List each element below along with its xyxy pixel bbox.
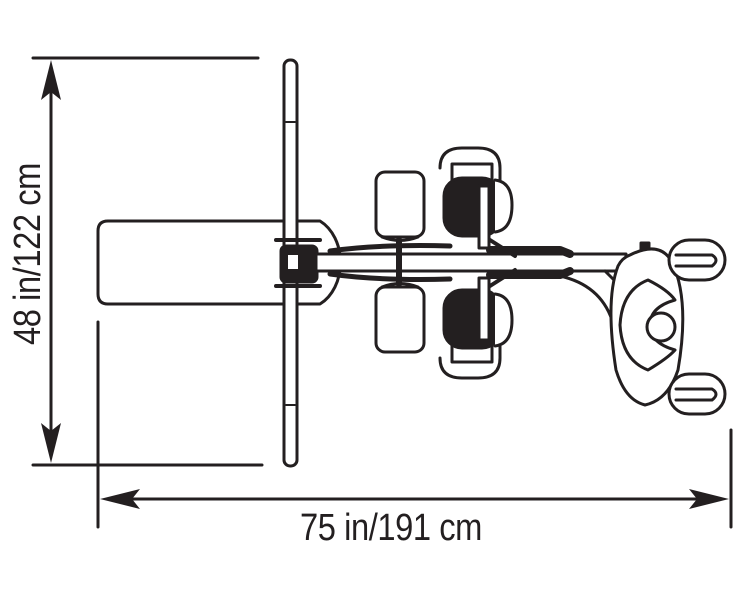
leg-roller-bottom (374, 282, 426, 354)
rear-stabilizer (609, 241, 685, 407)
pedal-top (438, 146, 517, 258)
main-rail (314, 243, 628, 282)
height-dimension-label: 48 in/122 cm (7, 163, 49, 345)
seat-pad (96, 219, 342, 306)
width-dimension-label: 75 in/191 cm (300, 507, 482, 549)
arrow-right-icon (689, 489, 729, 509)
rear-wheel-top (667, 238, 727, 282)
pedal-bottom (438, 268, 517, 380)
width-dimension (96, 320, 733, 529)
leg-roller-top (374, 170, 426, 242)
arrow-up-icon (41, 60, 61, 100)
base-arc (558, 274, 614, 322)
hub-clamp (274, 238, 322, 288)
rear-wheel-bottom (667, 372, 727, 416)
arrow-down-icon (41, 423, 61, 463)
height-dimension (31, 56, 264, 467)
arrow-left-icon (100, 489, 140, 509)
